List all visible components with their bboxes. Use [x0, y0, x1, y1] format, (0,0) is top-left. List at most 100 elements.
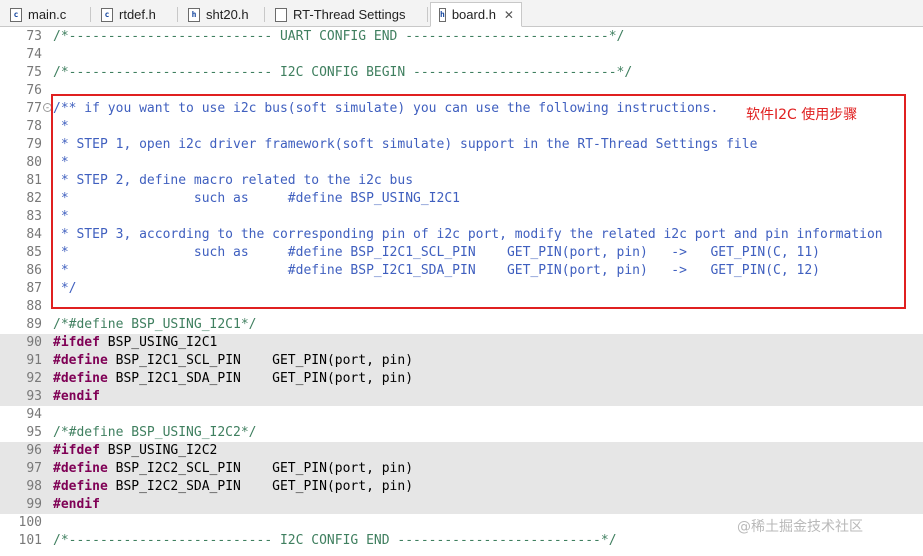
- tab-main-c[interactable]: c main.c: [2, 3, 91, 26]
- code-text: #ifdef BSP_USING_I2C1: [53, 334, 217, 352]
- code-line[interactable]: 87 */: [0, 280, 923, 298]
- comment-text: */: [53, 281, 77, 296]
- preprocessor-keyword: #define: [53, 461, 108, 476]
- code-line[interactable]: 95/*#define BSP_USING_I2C2*/: [0, 424, 923, 442]
- code-line[interactable]: 73 /*-------------------------- UART CONF…: [0, 28, 923, 46]
- code-line[interactable]: 89/*#define BSP_USING_I2C1*/: [0, 316, 923, 334]
- code-line[interactable]: 92#define BSP_I2C1_SDA_PIN GET_PIN(port,…: [0, 370, 923, 388]
- line-number: 90: [26, 335, 42, 350]
- code-text: * such as #define BSP_USING_I2C1: [53, 190, 460, 208]
- line-number: 80: [26, 155, 42, 170]
- code-text: /** if you want to use i2c bus(soft simu…: [53, 100, 718, 118]
- tab-label: sht20.h: [206, 7, 249, 22]
- tab-separator: [264, 7, 265, 22]
- code-line[interactable]: 80 *: [0, 154, 923, 172]
- code-text: #define BSP_I2C1_SCL_PIN GET_PIN(port, p…: [53, 352, 413, 370]
- comment-text: *: [53, 119, 69, 134]
- tab-separator: [90, 7, 91, 22]
- code-line[interactable]: 96 #ifdef BSP_USING_I2C2: [0, 442, 923, 460]
- code-line[interactable]: 79 * STEP 1, open i2c driver framework(s…: [0, 136, 923, 154]
- code-text: #ifdef BSP_USING_I2C2: [53, 442, 217, 460]
- code-line[interactable]: 82 * such as #define BSP_USING_I2C1: [0, 190, 923, 208]
- code-line[interactable]: 94: [0, 406, 923, 424]
- code-text: */: [53, 280, 77, 298]
- preprocessor-keyword: #define: [53, 479, 108, 494]
- line-number: 101: [18, 533, 42, 548]
- line-number: 85: [26, 245, 42, 260]
- line-number: 100: [18, 515, 42, 530]
- code-line[interactable]: 91#define BSP_I2C1_SCL_PIN GET_PIN(port,…: [0, 352, 923, 370]
- comment-text: * STEP 1, open i2c driver framework(soft…: [53, 137, 758, 152]
- comment-text: * STEP 3, according to the corresponding…: [53, 227, 883, 242]
- line-number: 98: [26, 479, 42, 494]
- comment-text: * such as #define BSP_I2C1_SCL_PIN GET_P…: [53, 245, 821, 260]
- code-text: * STEP 1, open i2c driver framework(soft…: [53, 136, 758, 154]
- code-text: *: [53, 118, 69, 136]
- comment-text: * STEP 2, define macro related to the i2…: [53, 173, 414, 188]
- tab-separator: [427, 7, 428, 22]
- line-number: 82: [26, 191, 42, 206]
- code-line[interactable]: 77-/** if you want to use i2c bus(soft s…: [0, 100, 923, 118]
- code-line[interactable]: 99#endif: [0, 496, 923, 514]
- line-number: 77: [26, 101, 42, 116]
- code-line[interactable]: 97#define BSP_I2C2_SCL_PIN GET_PIN(port,…: [0, 460, 923, 478]
- comment-text: /*-------------------------- I2C CONFIG …: [53, 65, 633, 80]
- code-line[interactable]: 88: [0, 298, 923, 316]
- annotation-label: 软件I2C 使用步骤: [746, 107, 858, 123]
- preprocessor-keyword: #endif: [53, 497, 100, 512]
- comment-text: *: [53, 155, 69, 170]
- line-number: 84: [26, 227, 42, 242]
- code-line[interactable]: 93#endif: [0, 388, 923, 406]
- close-icon[interactable]: ✕: [503, 7, 514, 22]
- preprocessor-keyword: #define: [53, 371, 108, 386]
- code-line[interactable]: 74: [0, 46, 923, 64]
- code-text: /*-------------------------- UART CONFIG…: [53, 28, 624, 46]
- code-line[interactable]: 81 * STEP 2, define macro related to the…: [0, 172, 923, 190]
- code-token: BSP_USING_I2C1: [99, 335, 218, 350]
- line-number: 88: [26, 299, 42, 314]
- code-text: /*-------------------------- I2C CONFIG …: [53, 64, 632, 82]
- code-token: BSP_I2C1_SDA_PIN GET_PIN(port, pin): [107, 371, 414, 386]
- comment-text: /*-------------------------- I2C CONFIG …: [53, 533, 617, 548]
- line-number: 73: [26, 29, 42, 44]
- h-file-icon: h: [188, 7, 200, 22]
- code-line[interactable]: 76: [0, 82, 923, 100]
- code-line[interactable]: 75/*-------------------------- I2C CONFI…: [0, 64, 923, 82]
- preprocessor-keyword: #ifdef: [53, 443, 100, 458]
- code-line[interactable]: 83 *: [0, 208, 923, 226]
- preprocessor-keyword: #ifdef: [53, 335, 100, 350]
- code-line[interactable]: 98#define BSP_I2C2_SDA_PIN GET_PIN(port,…: [0, 478, 923, 496]
- tab-separator: [177, 7, 178, 22]
- comment-text: *: [53, 209, 69, 224]
- comment-text: * such as #define BSP_USING_I2C1: [53, 191, 460, 206]
- code-editor[interactable]: 73 /*-------------------------- UART CONF…: [0, 28, 923, 556]
- code-line[interactable]: 85 * such as #define BSP_I2C1_SCL_PIN GE…: [0, 244, 923, 262]
- code-text: * #define BSP_I2C1_SDA_PIN GET_PIN(port,…: [53, 262, 820, 280]
- watermark-text: @稀土掘金技术社区: [737, 519, 863, 535]
- line-number: 76: [26, 83, 42, 98]
- comment-text: /*-------------------------- UART CONFIG…: [53, 29, 625, 44]
- line-number: 94: [26, 407, 42, 422]
- tab-sht20-h[interactable]: h sht20.h: [180, 3, 265, 26]
- code-line[interactable]: 78 *: [0, 118, 923, 136]
- code-text: *: [53, 208, 69, 226]
- comment-text: * #define BSP_I2C1_SDA_PIN GET_PIN(port,…: [53, 263, 821, 278]
- c-file-icon: c: [10, 7, 22, 22]
- code-line[interactable]: 90 #ifdef BSP_USING_I2C1: [0, 334, 923, 352]
- code-line[interactable]: 86 * #define BSP_I2C1_SDA_PIN GET_PIN(po…: [0, 262, 923, 280]
- code-line[interactable]: 101 /*-------------------------- I2C CONF…: [0, 532, 923, 550]
- code-text: #endif: [53, 388, 100, 406]
- line-number: 83: [26, 209, 42, 224]
- tab-label: rtdef.h: [119, 7, 156, 22]
- code-line[interactable]: 84 * STEP 3, according to the correspond…: [0, 226, 923, 244]
- tab-label: main.c: [28, 7, 67, 22]
- comment-text: /** if you want to use i2c bus(soft simu…: [53, 101, 719, 116]
- code-line[interactable]: 100: [0, 514, 923, 532]
- line-number: 96: [26, 443, 42, 458]
- code-text: * such as #define BSP_I2C1_SCL_PIN GET_P…: [53, 244, 820, 262]
- tab-label: RT-Thread Settings: [293, 7, 406, 22]
- tab-rt-thread-settings[interactable]: RT-Thread Settings: [267, 3, 428, 26]
